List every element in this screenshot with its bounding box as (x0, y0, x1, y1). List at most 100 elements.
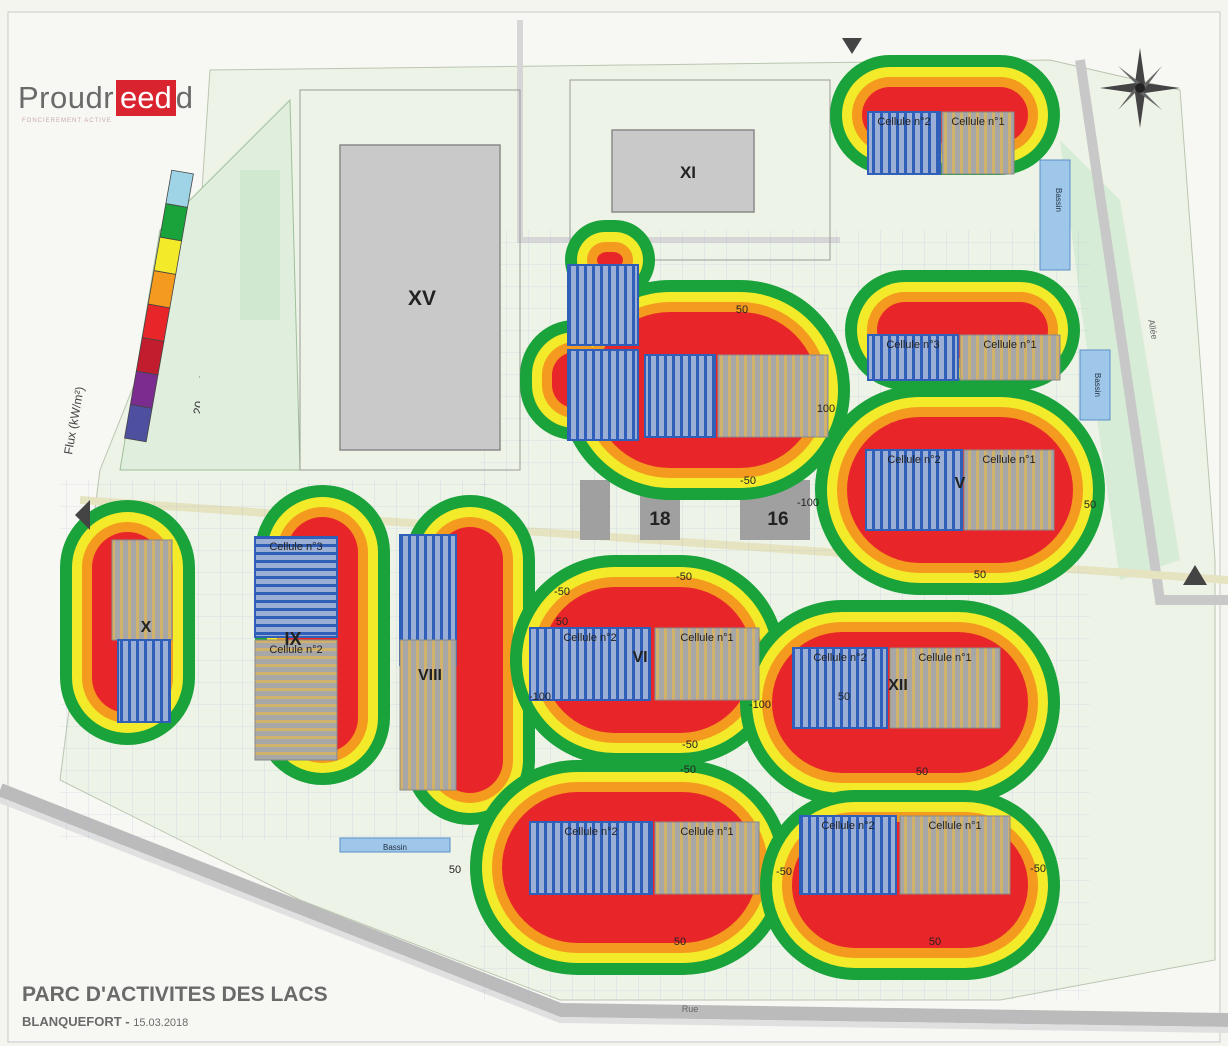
subtitle-date: 15.03.2018 (133, 1017, 189, 1029)
road-label: Rue (682, 1004, 699, 1014)
entry-arrow-west (75, 500, 90, 530)
cell-20 (529, 821, 653, 895)
entry-arrow-north (842, 38, 862, 54)
logo-text-end: d (175, 80, 194, 115)
distance-label: 50 (556, 616, 568, 628)
cell-0 (867, 111, 941, 175)
cell-label: Cellule n°1 (983, 339, 1036, 351)
cell-label: Cellule n°1 (680, 632, 733, 644)
cell-label: Cellule n°2 (564, 826, 617, 838)
distance-label: -100 (797, 497, 819, 509)
distance-label: 50 (974, 569, 986, 581)
legend-swatch (129, 370, 159, 409)
cell-21 (654, 821, 760, 895)
distance-label: 50 (736, 304, 748, 316)
building-label-v: V (955, 475, 966, 492)
road-east (1075, 59, 1228, 605)
distance-label: 50 (449, 864, 461, 876)
road-label: Allée (1146, 319, 1159, 340)
subtitle-separator: - (121, 1014, 134, 1029)
legend-tick: 16 (196, 366, 200, 382)
cell-15 (399, 639, 457, 791)
building-xv (339, 144, 501, 451)
distance-label: -50 (682, 739, 698, 751)
cell-16 (529, 627, 651, 701)
legend-swatch (141, 303, 171, 342)
cell-1 (941, 111, 1015, 175)
cell-label: Cellule n°2 (887, 454, 940, 466)
cell-label: Cellule n°3 (886, 339, 939, 351)
cell-label: Cellule n°2 (877, 116, 930, 128)
distance-label: -50 (1030, 863, 1046, 875)
building-label-b16: 16 (767, 509, 788, 530)
cell-17 (654, 627, 760, 701)
distance-label: -100 (749, 699, 771, 711)
map-title: PARC D'ACTIVITES DES LACS (22, 983, 328, 1006)
basin-1 (339, 837, 451, 853)
legend-swatch (135, 337, 165, 376)
cell-22 (799, 815, 897, 895)
entry-arrow-east (1183, 565, 1207, 585)
cell-label: Cellule n°3 (269, 541, 322, 553)
building-label-ix: IX (284, 629, 301, 649)
cell-5 (963, 449, 1055, 531)
cell-19 (889, 647, 1001, 729)
building-label-xv: XV (408, 287, 436, 310)
building-label-viii: VIII (418, 667, 442, 684)
basin-label: Bassin (1093, 373, 1102, 397)
distance-label: 50 (916, 766, 928, 778)
building-xi (611, 129, 755, 213)
legend-swatch (153, 236, 183, 275)
basin-label: Bassin (1054, 188, 1063, 212)
distance-label: -50 (676, 571, 692, 583)
road-south (0, 783, 1228, 1027)
building-label-b18: 18 (649, 509, 670, 530)
distance-label: -100 (529, 691, 551, 703)
legend-label: Flux (kW/m²) (61, 385, 87, 455)
cell-12 (254, 536, 338, 638)
distance-label: 50 (929, 936, 941, 948)
legend-swatch (165, 169, 194, 208)
cell-3 (959, 334, 1061, 381)
basin-2 (1039, 159, 1071, 271)
distance-label: -50 (776, 866, 792, 878)
cell-23 (899, 815, 1011, 895)
cell-label: Cellule n°2 (821, 820, 874, 832)
logo-box: eed (116, 80, 176, 116)
distance-label: -50 (554, 586, 570, 598)
compass-icon (1100, 48, 1180, 128)
legend-tick: 20 (190, 400, 200, 416)
legend-swatch (147, 270, 177, 309)
building-label-x: X (141, 619, 152, 636)
basin-3 (1079, 349, 1111, 421)
distance-label: 50 (1084, 499, 1096, 511)
building-label-xii: XII (888, 677, 908, 694)
cell-7 (567, 349, 639, 441)
distance-label: 100 (817, 403, 835, 415)
map-subtitle: BLANQUEFORT - 15.03.2018 (22, 1014, 188, 1029)
cell-4 (865, 449, 963, 531)
cell-label: Cellule n°2 (269, 644, 322, 656)
basin-label: Bassin (383, 843, 407, 852)
cell-label: Cellule n°1 (680, 826, 733, 838)
cell-8 (644, 354, 716, 438)
cell-13 (254, 639, 338, 761)
cell-10 (111, 539, 173, 641)
building-label-xi: XI (680, 163, 696, 182)
cell-label: Cellule n°1 (918, 652, 971, 664)
green-strip (240, 170, 280, 320)
legend-swatch (159, 203, 188, 242)
cell-9 (717, 354, 829, 438)
cell-6 (567, 264, 639, 346)
cell-label: Cellule n°1 (951, 116, 1004, 128)
distance-label: 50 (838, 691, 850, 703)
cell-label: Cellule n°2 (813, 652, 866, 664)
cell-label: Cellule n°2 (563, 632, 616, 644)
cell-18 (792, 647, 888, 729)
cell-label: Cellule n°1 (928, 820, 981, 832)
flux-legend: Flux (kW/m²) 35812141620 (61, 169, 200, 456)
